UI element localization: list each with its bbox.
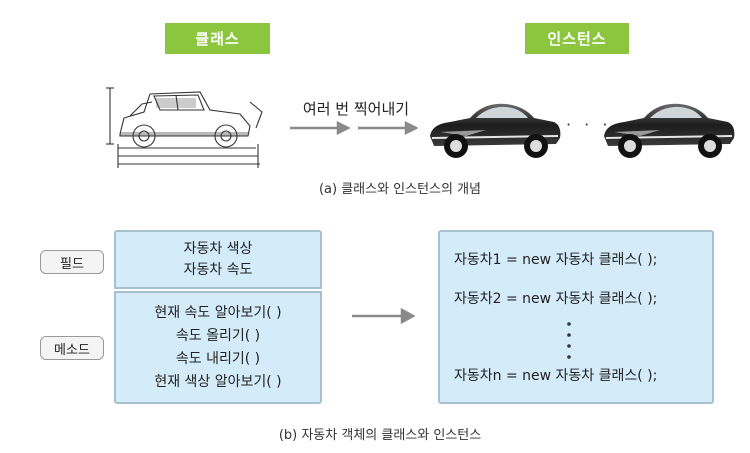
copy-many-times-label: 여러 번 찍어내기: [302, 100, 410, 118]
instance-code-line: 자동차1 = new 자동차 클래스( );: [454, 252, 658, 268]
car-instance-image-2: [604, 103, 735, 158]
caption-a: (a) 클래스와 인스턴스의 개념: [318, 182, 482, 197]
instance-code-line: 자동차n = new 자동차 클래스( );: [454, 368, 658, 384]
instance-label-tag: 인스턴스: [525, 23, 629, 54]
class-fields-box: 자동차 색상 자동차 속도: [114, 230, 322, 289]
class-label-tag: 클래스: [165, 23, 270, 54]
instances-box: 자동차1 = new 자동차 클래스( ); 자동차2 = new 자동차 클래…: [438, 230, 714, 404]
field-item: 자동차 속도: [183, 261, 253, 278]
class-methods-box: 현재 속도 알아보기( ) 속도 올리기( ) 속도 내리기( ) 현재 색상 …: [114, 291, 322, 404]
method-label-tag: 메소드: [40, 336, 104, 360]
method-item: 속도 올리기( ): [175, 327, 261, 344]
vertical-ellipsis: [567, 322, 571, 359]
ellipsis-more-instances: · · ·: [566, 115, 612, 134]
car-instance-image-1: [430, 103, 561, 158]
method-item: 속도 내리기( ): [175, 350, 261, 367]
caption-b: (b) 자동차 객체의 클래스와 인스턴스: [278, 428, 482, 443]
method-item: 현재 색상 알아보기( ): [154, 373, 282, 390]
copy-arrows: [290, 120, 418, 136]
car-blueprint-drawing: [106, 87, 263, 168]
instance-code-line: 자동차2 = new 자동차 클래스( );: [454, 291, 658, 307]
field-label-tag: 필드: [40, 250, 104, 274]
class-to-instance-arrow: [352, 307, 415, 325]
method-item: 현재 속도 알아보기( ): [154, 304, 282, 321]
field-item: 자동차 색상: [183, 240, 253, 257]
